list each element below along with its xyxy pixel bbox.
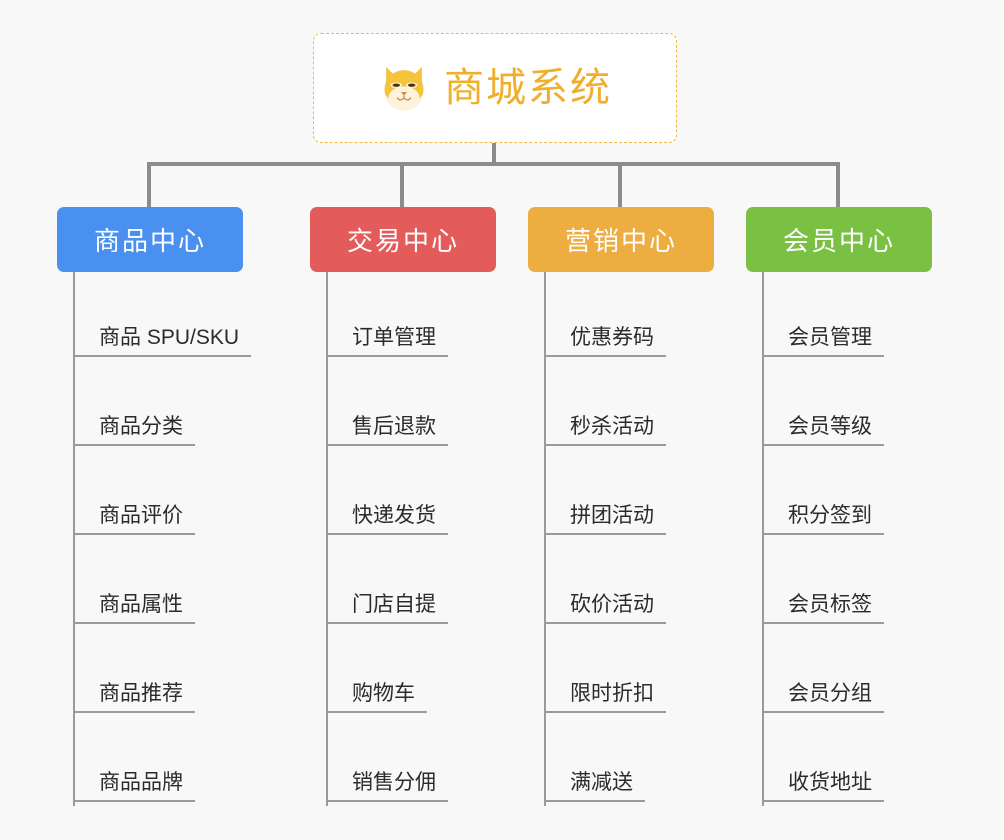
- category-box-2[interactable]: 交易中心: [310, 207, 496, 272]
- category-label-4: 会员中心: [782, 226, 895, 256]
- branch-column-3: 营销中心 优惠券码 秒杀活动 拼团活动 砍价活动 限时折扣 满减送: [528, 207, 714, 806]
- leaf-label: 售后退款: [328, 415, 448, 446]
- list-item[interactable]: 砍价活动: [546, 539, 714, 628]
- connector-drop-2: [400, 162, 404, 208]
- leaf-label: 快递发货: [328, 504, 448, 535]
- category-box-3[interactable]: 营销中心: [528, 207, 714, 272]
- list-item[interactable]: 商品属性: [75, 539, 243, 628]
- list-item[interactable]: 销售分佣: [328, 717, 496, 806]
- category-box-1[interactable]: 商品中心: [57, 207, 243, 272]
- leaf-label: 满减送: [546, 771, 645, 802]
- list-item[interactable]: 售后退款: [328, 361, 496, 450]
- list-item[interactable]: 购物车: [328, 628, 496, 717]
- leaf-label: 秒杀活动: [546, 415, 666, 446]
- leaf-label: 收货地址: [764, 771, 884, 802]
- list-item[interactable]: 收货地址: [764, 717, 932, 806]
- connector-drop-3: [618, 162, 622, 208]
- leaf-label: 优惠券码: [546, 326, 666, 357]
- list-item[interactable]: 会员标签: [764, 539, 932, 628]
- connector-drop-4: [836, 162, 840, 208]
- shiba-dog-icon: [384, 66, 424, 111]
- branch-column-1: 商品中心 商品 SPU/SKU 商品分类 商品评价 商品属性 商品推荐 商品品牌: [57, 207, 252, 806]
- leaf-label: 销售分佣: [328, 771, 448, 802]
- list-item[interactable]: 满减送: [546, 717, 714, 806]
- leaf-label: 商品属性: [75, 593, 195, 624]
- leaf-label: 购物车: [328, 682, 427, 713]
- leaf-list-1: 商品 SPU/SKU 商品分类 商品评价 商品属性 商品推荐 商品品牌: [73, 272, 252, 806]
- leaf-label: 商品分类: [75, 415, 195, 446]
- connector-drop-1: [147, 162, 151, 208]
- list-item[interactable]: 积分签到: [764, 450, 932, 539]
- leaf-label: 限时折扣: [546, 682, 666, 713]
- list-item[interactable]: 拼团活动: [546, 450, 714, 539]
- list-item[interactable]: 商品评价: [75, 450, 243, 539]
- leaf-label: 砍价活动: [546, 593, 666, 624]
- list-item[interactable]: 快递发货: [328, 450, 496, 539]
- list-item[interactable]: 订单管理: [328, 272, 496, 361]
- list-item[interactable]: 商品推荐: [75, 628, 243, 717]
- leaf-label: 会员管理: [764, 326, 884, 357]
- list-item[interactable]: 商品 SPU/SKU: [75, 272, 252, 361]
- leaf-label: 商品品牌: [75, 771, 195, 802]
- list-item[interactable]: 门店自提: [328, 539, 496, 628]
- leaf-label: 商品评价: [75, 504, 195, 535]
- leaf-list-2: 订单管理 售后退款 快递发货 门店自提 购物车 销售分佣: [326, 272, 496, 806]
- leaf-label: 门店自提: [328, 593, 448, 624]
- leaf-label: 会员等级: [764, 415, 884, 446]
- list-item[interactable]: 限时折扣: [546, 628, 714, 717]
- category-label-2: 交易中心: [346, 226, 459, 256]
- leaf-list-4: 会员管理 会员等级 积分签到 会员标签 会员分组 收货地址: [762, 272, 932, 806]
- leaf-label: 积分签到: [764, 504, 884, 535]
- root-node[interactable]: 商城系统: [313, 33, 677, 143]
- category-label-3: 营销中心: [564, 226, 677, 256]
- leaf-list-3: 优惠券码 秒杀活动 拼团活动 砍价活动 限时折扣 满减送: [544, 272, 714, 806]
- leaf-label: 会员标签: [764, 593, 884, 624]
- list-item[interactable]: 会员等级: [764, 361, 932, 450]
- leaf-label: 商品推荐: [75, 682, 195, 713]
- list-item[interactable]: 商品品牌: [75, 717, 243, 806]
- list-item[interactable]: 秒杀活动: [546, 361, 714, 450]
- branch-column-4: 会员中心 会员管理 会员等级 积分签到 会员标签 会员分组 收货地址: [746, 207, 932, 806]
- leaf-label: 订单管理: [328, 326, 448, 357]
- connector-root-trunk: [492, 143, 496, 164]
- list-item[interactable]: 优惠券码: [546, 272, 714, 361]
- list-item[interactable]: 会员分组: [764, 628, 932, 717]
- list-item[interactable]: 商品分类: [75, 361, 243, 450]
- connector-horizontal-bus: [149, 162, 839, 166]
- leaf-label: 会员分组: [764, 682, 884, 713]
- list-item[interactable]: 会员管理: [764, 272, 932, 361]
- branch-column-2: 交易中心 订单管理 售后退款 快递发货 门店自提 购物车 销售分佣: [310, 207, 496, 806]
- page-title: 商城系统: [444, 66, 612, 110]
- leaf-label: 商品 SPU/SKU: [75, 326, 252, 357]
- category-box-4[interactable]: 会员中心: [746, 207, 932, 272]
- category-label-1: 商品中心: [93, 226, 206, 256]
- leaf-label: 拼团活动: [546, 504, 666, 535]
